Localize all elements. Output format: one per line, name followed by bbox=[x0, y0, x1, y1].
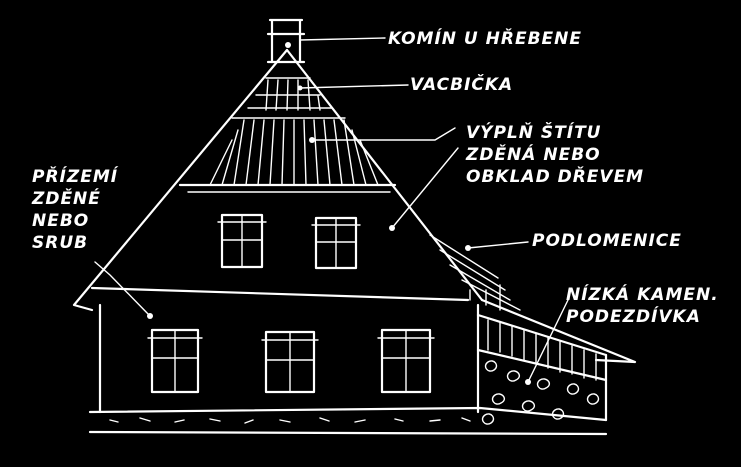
gable-boarding bbox=[178, 117, 397, 193]
stone-plinth bbox=[88, 360, 608, 436]
ground-window-left bbox=[147, 328, 203, 394]
ground-window-right bbox=[377, 328, 435, 394]
eave-hatching bbox=[429, 234, 521, 311]
label-gable-fill: VÝPLŇ ŠTÍTU ZDĚNÁ NEBO OBKLAD DŘEVEM bbox=[466, 123, 645, 187]
vent-hatching bbox=[247, 77, 333, 111]
label-plinth: NÍZKÁ KAMEN. PODEZDÍVKA bbox=[566, 285, 719, 327]
upper-window-left bbox=[217, 213, 267, 269]
chimney bbox=[266, 18, 306, 64]
label-vent: VACBIČKA bbox=[410, 75, 514, 95]
label-chimney: KOMÍN U HŘEBENE bbox=[388, 29, 582, 49]
ground-floor-walls bbox=[98, 303, 608, 422]
label-ground-floor: PŘÍZEMÍ ZDĚNÉ NEBO SRUB bbox=[32, 167, 119, 253]
leader-lines bbox=[94, 37, 569, 385]
roof-outline bbox=[72, 48, 637, 364]
ground-window-middle bbox=[261, 330, 319, 394]
upper-window-right bbox=[311, 216, 361, 270]
label-sub-roof: PODLOMENICE bbox=[532, 231, 682, 251]
